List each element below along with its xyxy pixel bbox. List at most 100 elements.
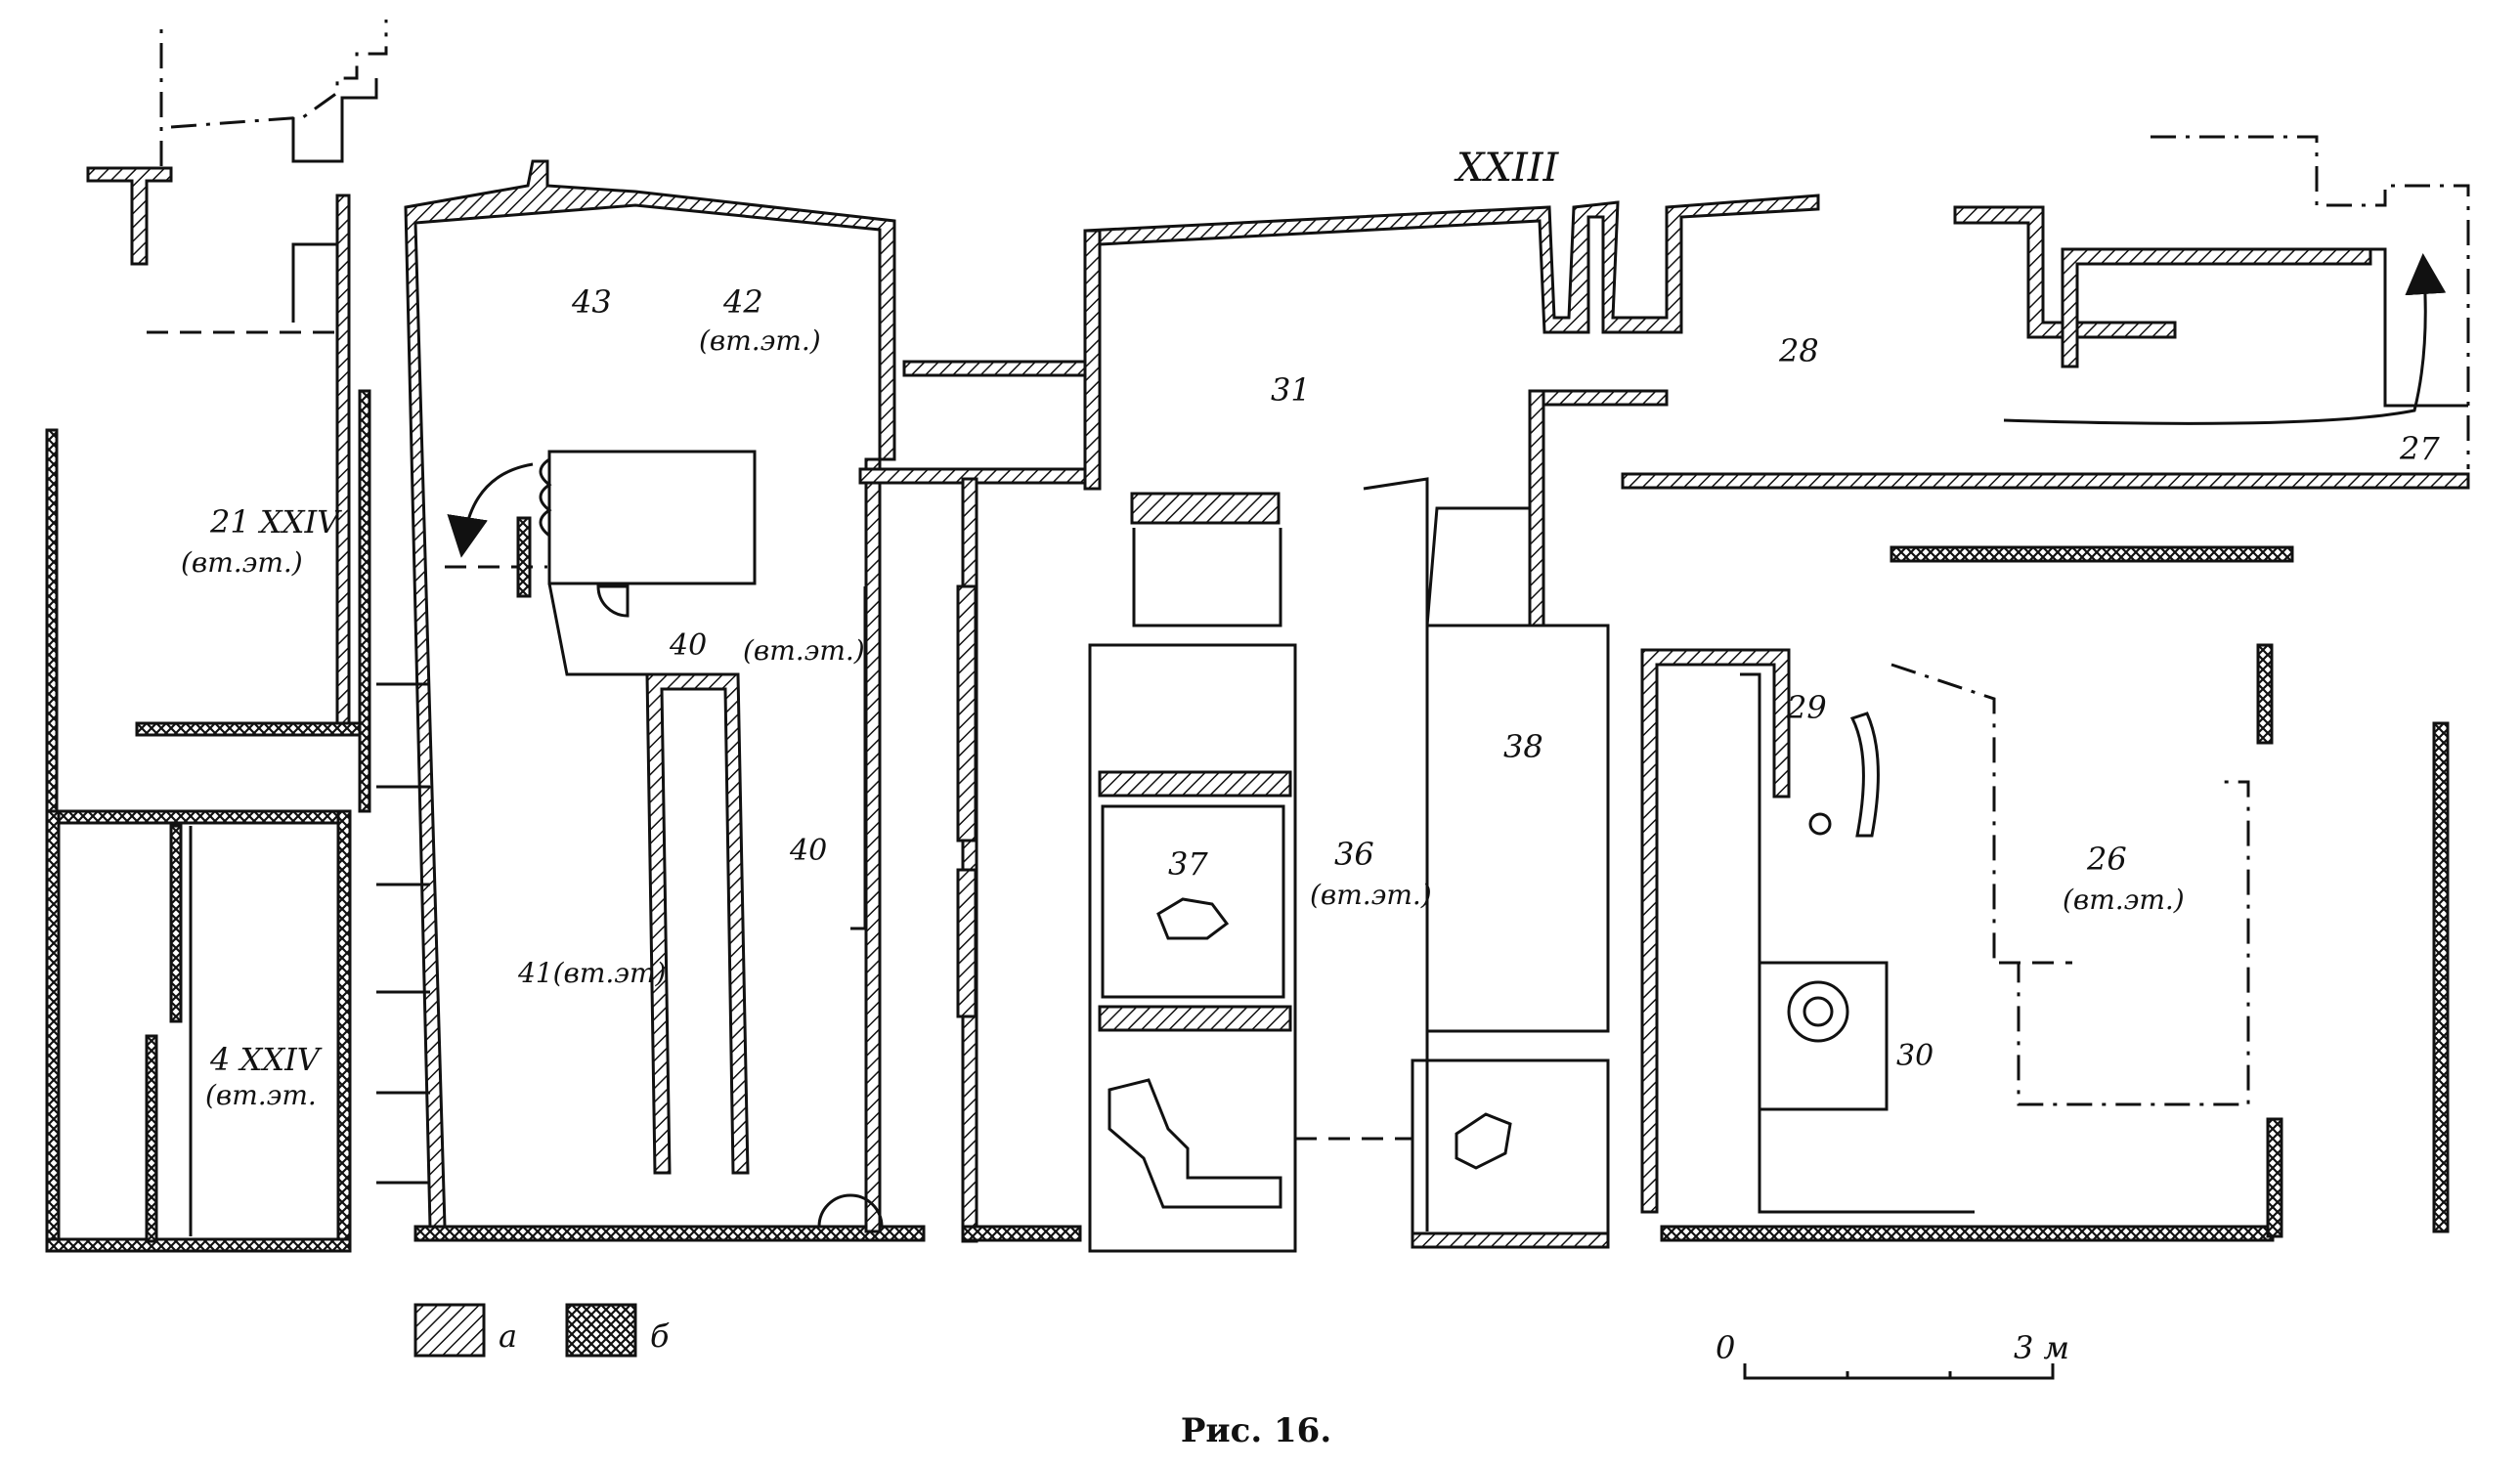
- room-37-box: [1088, 643, 1297, 1253]
- room-label-28: 28: [1778, 332, 1819, 369]
- room-36-outline: [1132, 528, 1282, 627]
- wall-left-outer: [45, 428, 59, 823]
- wall-room-4-inner2: [145, 1034, 158, 1243]
- wall-room-26-right: [2432, 721, 2450, 1233]
- wall-room-21-base: [135, 721, 364, 737]
- wall-room-26-base: [1660, 1225, 2275, 1242]
- legend-swatch-b: [565, 1303, 637, 1358]
- door-arc: [596, 584, 630, 618]
- room-30-outline: [1740, 672, 1975, 1214]
- room-label-30: 30: [1896, 1039, 1933, 1073]
- wall-trace-step: [291, 78, 378, 163]
- stone-feature-38: [1455, 1112, 1512, 1170]
- room-37-inner: [1101, 804, 1285, 999]
- room-label-43: 43: [571, 283, 612, 321]
- wall-small-tick: [516, 516, 532, 598]
- wall-room-31-bottom: [858, 467, 1087, 485]
- room-label-42: 42: [722, 283, 763, 321]
- wall-room-28-mid: [2061, 247, 2372, 368]
- stair-marks: [376, 682, 430, 1185]
- post-hole: [1808, 812, 1832, 836]
- wall-room-27-bottom: [1621, 472, 2470, 490]
- block-26-30: [1621, 135, 2470, 1242]
- room-label-26: 26: [2086, 841, 2127, 878]
- wall-room-41-base: [413, 1225, 926, 1242]
- wall-room-40-inner: [645, 672, 750, 1175]
- room-30-box: [1758, 961, 1889, 1111]
- room-label-36: 36: [1334, 836, 1374, 873]
- room-38-lower: [1411, 1058, 1610, 1248]
- room-40-lower: [850, 586, 867, 930]
- scale-start-label: 0: [1716, 1329, 1735, 1366]
- legend-label-a: а: [499, 1317, 517, 1355]
- room-40-outline: [547, 583, 647, 676]
- legend-swatch-a: [413, 1303, 486, 1358]
- room-40-stair: [539, 457, 552, 538]
- wall-room-37-top: [1098, 770, 1292, 798]
- wall-room-38-lower: [1411, 1231, 1610, 1249]
- room-26-dashdot: [1890, 663, 2250, 1106]
- room-label-21-xxiv: 21 XXIV: [209, 503, 342, 540]
- room-note-21-xxiv: (вт.эт.): [181, 546, 303, 579]
- room-27-outline: [2366, 247, 2468, 408]
- room-label-38: 38: [1503, 728, 1543, 765]
- curved-wall-29: [1849, 712, 1880, 838]
- scale-end-label: 3 м: [2014, 1329, 2069, 1366]
- room-note-4-xxiv: (вт.эт.: [205, 1079, 317, 1111]
- well-circle-inner: [1803, 996, 1834, 1027]
- wall-room-29-cross: [1890, 545, 2294, 563]
- room-38-box: [1425, 624, 1610, 1033]
- stone-feature-37: [1156, 897, 1230, 940]
- wall-room-4-right: [336, 809, 352, 1253]
- room-label-40-lower: 40: [789, 834, 827, 868]
- wall-corridor: [902, 360, 1087, 377]
- wall-room-30-corner: [2266, 1117, 2283, 1238]
- wall-room-4-left: [45, 809, 61, 1253]
- wall-trace-right: [2151, 135, 2470, 469]
- legend: а б: [413, 1303, 670, 1358]
- block-31-36-38: [858, 194, 1820, 1253]
- oven-circle: [817, 1193, 884, 1228]
- wall-room-38-right: [1528, 389, 1545, 627]
- wall-room-26-corner: [2256, 643, 2274, 745]
- arrow-right: [2003, 253, 2447, 425]
- wall-room-41-right: [864, 457, 882, 1233]
- room-note-42: (вт.эт.): [699, 324, 821, 357]
- room-21-inner: [291, 242, 337, 323]
- wall-room-36-base: [961, 1225, 1082, 1242]
- room-note-40-upper: (вт.эт.): [743, 634, 865, 667]
- wall-room-31-top: [1083, 194, 1820, 334]
- room-38-upper: [1425, 506, 1532, 626]
- room-note-26: (вт.эт.): [2063, 884, 2185, 916]
- room-label-4-xxiv: 4 XXIV: [209, 1041, 323, 1078]
- wall-room-38-top: [1538, 389, 1669, 407]
- room-40-box: [547, 450, 757, 585]
- wall-room-21-top: [86, 166, 173, 266]
- wall-room-31-left: [1083, 229, 1102, 491]
- beam-31: [1130, 492, 1281, 525]
- block-21-4-xxiv: [45, 20, 388, 1253]
- wall-room-37-mid: [1098, 1005, 1292, 1032]
- wall-room-29: [1640, 648, 1791, 1214]
- beam-36: [956, 584, 978, 842]
- wall-room-4-top: [45, 809, 352, 825]
- wall-room-43-42: [404, 159, 896, 1229]
- wall-trace-top: [159, 20, 388, 166]
- room-label-41: 41(вт.эт): [517, 957, 666, 989]
- room-label-31: 31: [1271, 371, 1311, 409]
- legend-label-b: б: [650, 1317, 670, 1355]
- block-43-42-41: [376, 159, 926, 1242]
- wall-room-4-bottom: [45, 1237, 352, 1253]
- wall-room-21-right: [335, 194, 351, 725]
- beam-36b: [956, 868, 978, 1018]
- stone-feature-lower: [1108, 1078, 1282, 1209]
- room-label-37: 37: [1168, 845, 1208, 883]
- section-mark-xxiii: XXIII: [1454, 146, 1560, 191]
- wall-right-outer: [358, 389, 371, 813]
- room-label-40-upper: 40: [669, 628, 707, 663]
- room-note-36: (вт.эт.): [1310, 879, 1432, 911]
- figure-caption: Рис. 16.: [1181, 1411, 1331, 1450]
- room-labels: XXIII 43 42 (вт.эт.) 21 XXIV (вт.эт.) 40…: [181, 146, 2440, 1111]
- well-circle-outer: [1787, 980, 1849, 1043]
